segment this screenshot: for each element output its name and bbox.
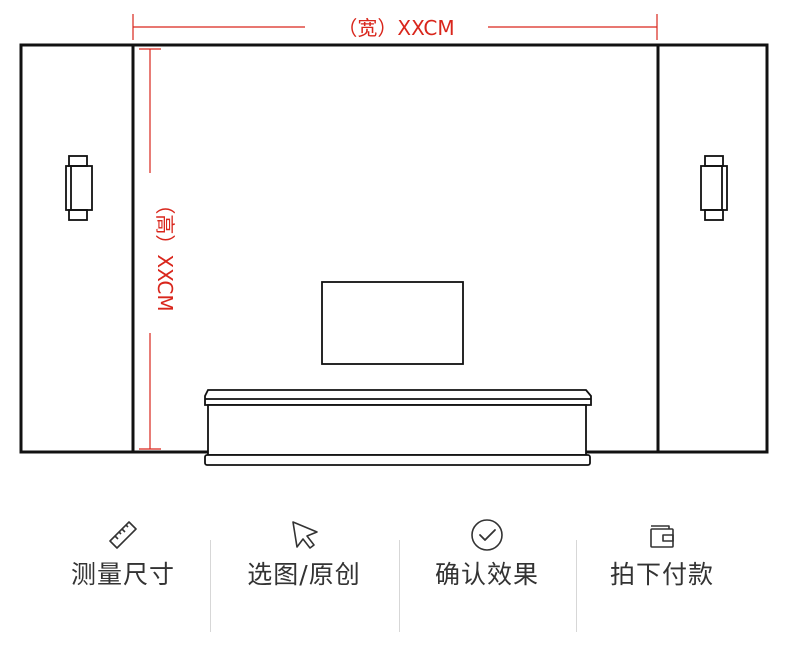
step-label-confirm: 确认效果 xyxy=(434,560,539,589)
step-divider xyxy=(576,540,577,632)
left-wall-lamp xyxy=(65,155,93,221)
step-measure[interactable]: 测量尺寸 xyxy=(48,505,198,591)
width-label: （宽）XXCM xyxy=(337,16,454,40)
cursor-arrow-icon xyxy=(292,521,318,549)
step-label-measure: 测量尺寸 xyxy=(70,560,175,589)
cabinet-body xyxy=(207,404,587,456)
tv-screen xyxy=(321,281,464,365)
tv-wall-diagram: （宽）XXCM （高）XXCM xyxy=(19,14,769,466)
ruler-icon xyxy=(109,521,137,549)
step-choose-design[interactable]: 选图/原创 xyxy=(229,505,379,591)
step-payment[interactable]: 拍下付款 xyxy=(587,505,737,591)
height-dimension xyxy=(139,48,161,450)
step-confirm[interactable]: 确认效果 xyxy=(412,505,562,591)
cabinet-top xyxy=(204,389,592,406)
height-label: （高）XXCM xyxy=(153,194,177,311)
step-label-payment: 拍下付款 xyxy=(609,560,714,589)
step-divider xyxy=(399,540,400,632)
tv-cabinet xyxy=(204,389,592,466)
purchase-steps: 测量尺寸 选图/原创 确认效果 拍下付款 xyxy=(0,505,790,635)
cabinet-base xyxy=(204,454,591,466)
wallet-icon xyxy=(650,525,674,548)
step-divider xyxy=(210,540,211,632)
width-dimension xyxy=(132,14,658,40)
check-circle-icon xyxy=(471,519,503,551)
step-label-choose-design: 选图/原创 xyxy=(247,560,361,589)
right-wall-lamp xyxy=(700,155,728,221)
